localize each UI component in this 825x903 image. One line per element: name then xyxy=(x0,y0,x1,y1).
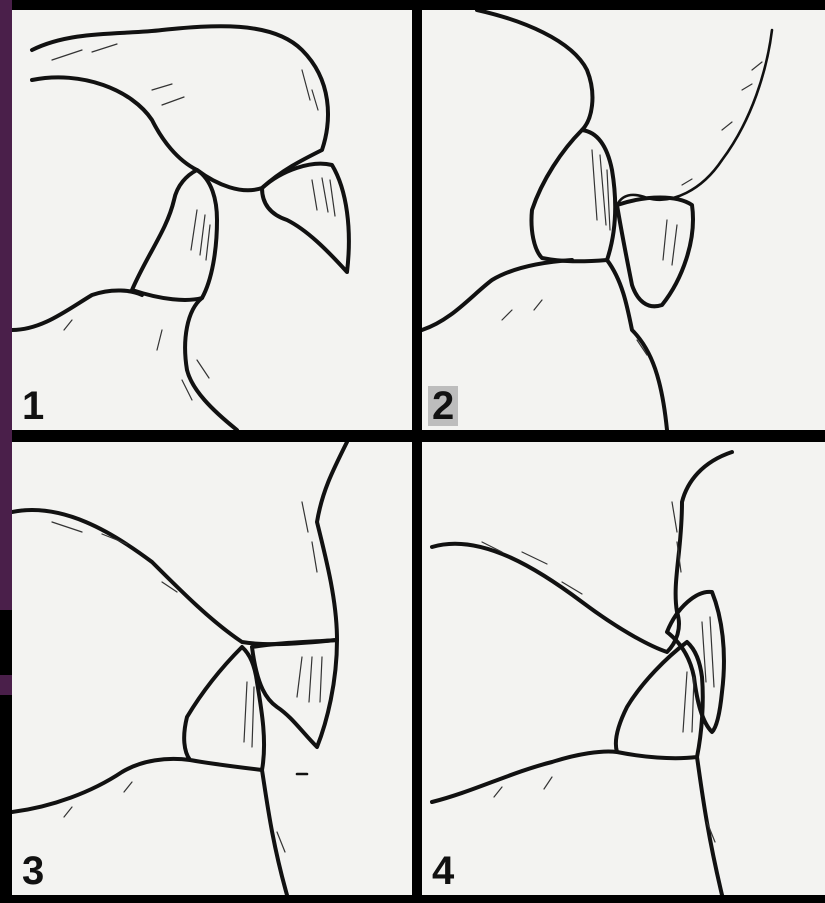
lower-incisor xyxy=(617,198,693,307)
panel-number: 3 xyxy=(18,851,48,891)
upper-incisor xyxy=(262,164,349,272)
panel-4: 4 xyxy=(422,442,825,895)
panel-3-illustration xyxy=(12,442,412,895)
lower-lip-outline xyxy=(12,759,287,895)
upper-lip-outline xyxy=(12,442,347,644)
upper-incisor xyxy=(667,592,724,732)
lower-incisor xyxy=(132,170,217,300)
lower-lip-outline xyxy=(432,751,722,895)
panel-number: 2 xyxy=(428,386,458,426)
upper-incisor-hatch xyxy=(592,150,610,230)
upper-lip-outline xyxy=(432,452,732,652)
nose-outline xyxy=(617,30,772,205)
lower-incisor xyxy=(184,647,264,770)
lip-hatch xyxy=(52,502,317,592)
panel-4-illustration xyxy=(422,442,825,895)
upper-lip-outline xyxy=(477,10,592,130)
panel-2-illustration xyxy=(422,10,825,430)
upper-incisor-hatch xyxy=(297,657,322,702)
panel-3: 3 xyxy=(12,442,412,895)
upper-lip-outline xyxy=(32,26,328,190)
upper-incisor xyxy=(531,130,615,261)
accent-mark xyxy=(0,675,12,695)
panel-1-illustration xyxy=(12,10,412,430)
panel-number: 1 xyxy=(18,386,48,426)
upper-incisor-hatch xyxy=(312,178,335,216)
panel-2: 2 xyxy=(422,10,825,430)
lower-incisor-hatch xyxy=(191,210,210,260)
accent-bar xyxy=(0,0,12,610)
lip-hatch xyxy=(52,44,318,110)
lower-lip-hatch xyxy=(64,782,285,852)
lower-incisor-hatch xyxy=(244,682,254,747)
lower-incisor-hatch xyxy=(663,220,677,265)
lip-hatch xyxy=(682,62,762,185)
panel-1: 1 xyxy=(12,10,412,430)
lip-hatch xyxy=(482,502,681,594)
panel-number: 4 xyxy=(428,851,458,891)
lower-lip-hatch xyxy=(494,777,715,842)
lower-incisor-hatch xyxy=(683,672,694,732)
